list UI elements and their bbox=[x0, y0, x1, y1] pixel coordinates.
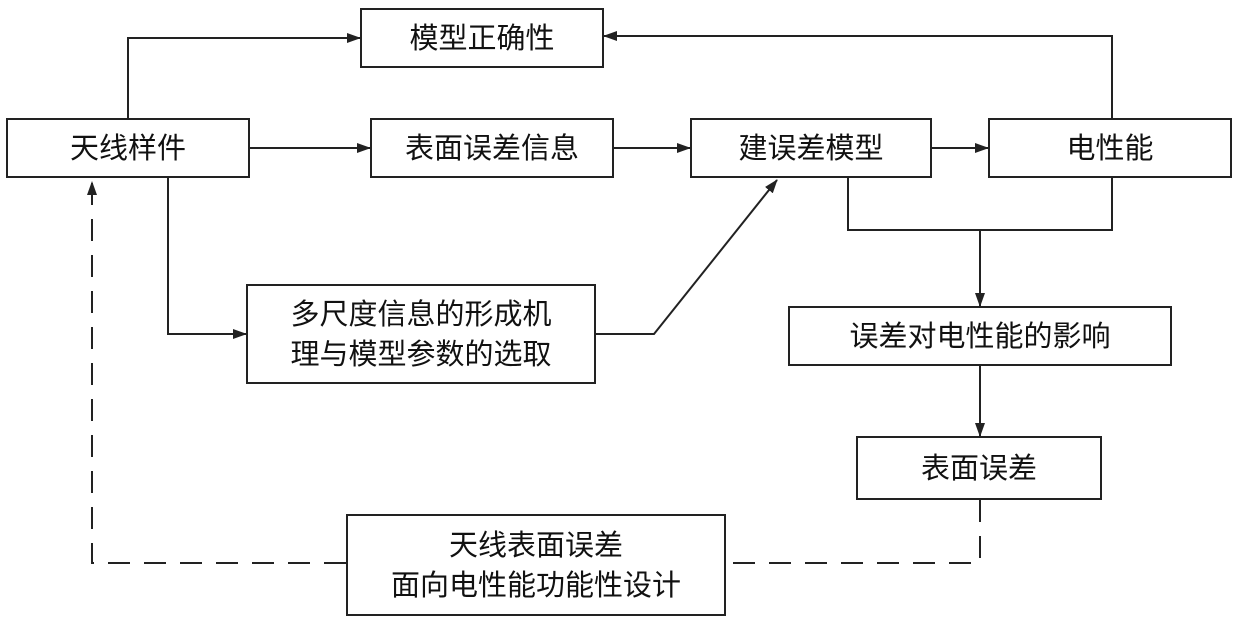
node-antenna-sample: 天线样件 bbox=[6, 118, 250, 178]
edge-design-to-sample bbox=[87, 181, 346, 564]
node-label: 电性能 bbox=[1066, 131, 1154, 165]
node-label-line2: 理与模型参数的选取 bbox=[290, 337, 552, 371]
edge-performance-to-correctness bbox=[603, 31, 1113, 118]
node-electrical-performance: 电性能 bbox=[988, 118, 1232, 178]
node-build-error-model: 建误差模型 bbox=[690, 118, 932, 178]
node-label: 建误差模型 bbox=[738, 131, 884, 165]
node-multiscale: 多尺度信息的形成机 理与模型参数的选取 bbox=[246, 284, 596, 384]
node-label: 表面误差信息 bbox=[404, 131, 579, 165]
node-label: 天线样件 bbox=[69, 131, 186, 165]
node-surface-error-info: 表面误差信息 bbox=[370, 118, 614, 178]
node-functional-design: 天线表面误差 面向电性能功能性设计 bbox=[346, 514, 726, 616]
node-label: 模型正确性 bbox=[409, 21, 555, 55]
node-label: 表面误差 bbox=[920, 451, 1037, 485]
edge-sample-to-multiscale bbox=[167, 178, 247, 339]
node-label-line1: 天线表面误差 bbox=[448, 528, 623, 562]
node-label-line2: 面向电性能功能性设计 bbox=[390, 568, 681, 602]
node-label: 误差对电性能的影响 bbox=[849, 319, 1111, 353]
edge-surface-error-to-design bbox=[726, 500, 981, 564]
node-label-line1: 多尺度信息的形成机 bbox=[290, 297, 552, 331]
node-error-effect: 误差对电性能的影响 bbox=[788, 306, 1172, 366]
edge-model-branch bbox=[847, 178, 1113, 231]
edge-sample-to-correctness bbox=[127, 33, 361, 118]
node-model-correctness: 模型正确性 bbox=[360, 8, 604, 68]
node-surface-error: 表面误差 bbox=[856, 436, 1102, 500]
edge-multiscale-to-model bbox=[596, 179, 778, 335]
